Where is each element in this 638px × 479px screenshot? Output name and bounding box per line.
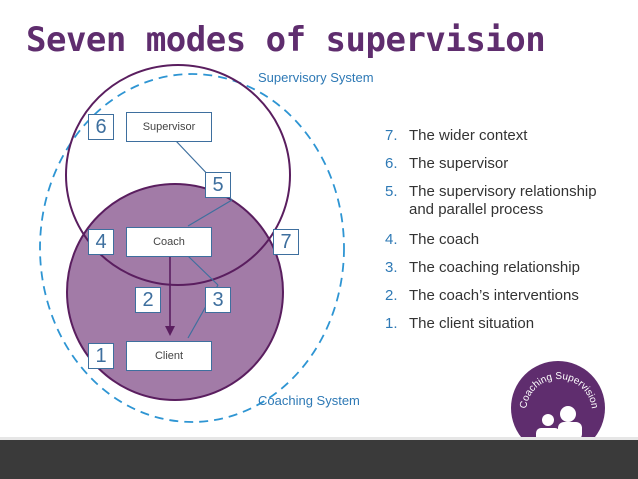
mode-4-badge: 4: [88, 229, 114, 255]
list-item: 1.The client situation: [385, 315, 535, 332]
mode-3-badge: 3: [205, 287, 231, 313]
list-item: 6.The supervisor: [385, 155, 509, 172]
wider-context-dashed-ring: [39, 73, 345, 423]
supervisor-box: Supervisor: [126, 112, 212, 142]
mode-1-badge: 1: [88, 343, 114, 369]
mode-6-badge: 6: [88, 114, 114, 140]
list-item: 3.The coaching relationship: [385, 259, 580, 276]
coaching-system-circle: [66, 183, 284, 401]
coaching-supervision-logo: Coaching Supervision: [511, 361, 605, 455]
list-item: 7.The wider context: [385, 127, 528, 144]
supervisory-system-circle: [65, 64, 291, 286]
mode-2-badge: 2: [135, 287, 161, 313]
list-item: 4.The coach: [385, 231, 480, 248]
coach-client-arrowhead: [165, 326, 175, 336]
list-item: 5.The supervisory relationship and paral…: [385, 183, 597, 218]
list-item: 2.The coach’s interventions: [385, 287, 579, 304]
coaching-system-label: Coaching System: [258, 393, 360, 408]
coach-box: Coach: [126, 227, 212, 257]
supervisory-system-label: Supervisory System: [258, 70, 374, 85]
mode-5-badge: 5: [205, 172, 231, 198]
coach-client-link-2: [187, 255, 219, 286]
footer-divider: [0, 437, 638, 440]
client-box: Client: [126, 341, 212, 371]
footer-bar: [0, 440, 638, 479]
supervisor-coach-link-2: [187, 199, 233, 227]
slide-title: Seven modes of supervision: [26, 20, 546, 60]
mode-7-badge: 7: [273, 229, 299, 255]
